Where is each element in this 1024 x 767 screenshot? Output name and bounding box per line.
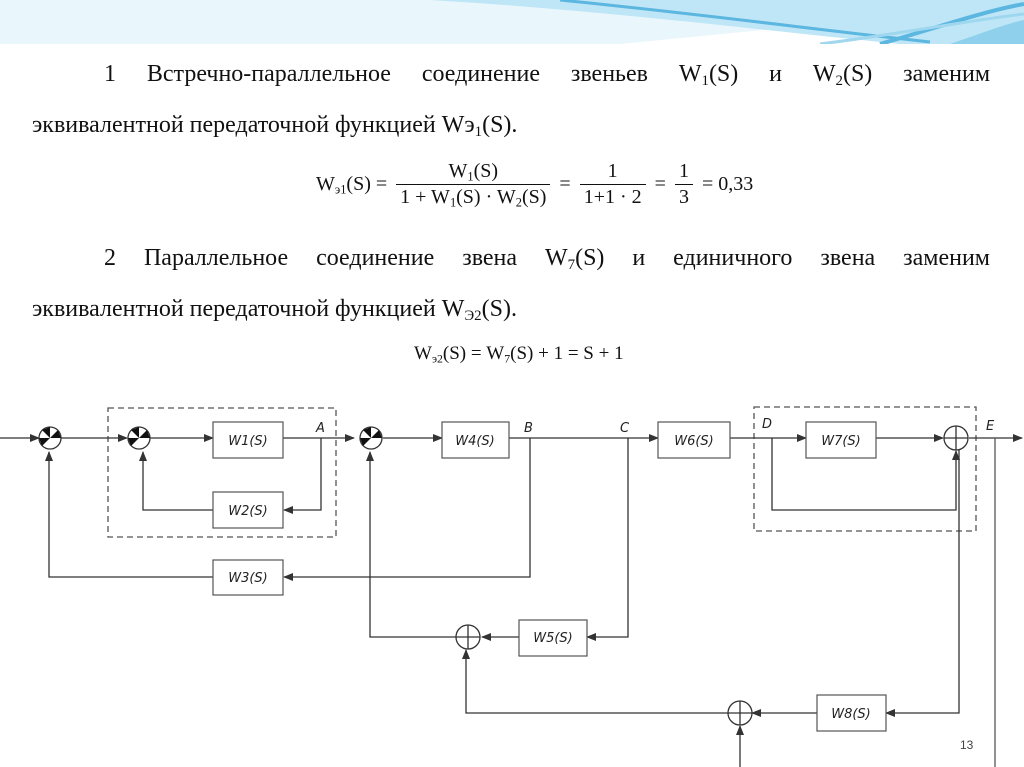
- block-w6: W6(S): [657, 421, 731, 459]
- svg-text:W7(S): W7(S): [821, 434, 861, 449]
- node-label-e: E: [986, 419, 995, 434]
- block-diagram: W1(S) W2(S) W3(S) W4(S) W5(S) W6(S) W7(S…: [0, 406, 1023, 767]
- block-w2: W2(S): [212, 491, 284, 529]
- svg-text:W8(S): W8(S): [831, 707, 871, 722]
- dashed-group-w7: [753, 406, 977, 532]
- comparator-node-3: [359, 426, 383, 450]
- dashed-group-w1-w2: [107, 407, 337, 538]
- summing-node-w5: [455, 624, 481, 650]
- fraction-3: 1 3: [674, 160, 693, 209]
- block-w7: W7(S): [805, 421, 877, 459]
- fraction-2: 1 1+1 · 2: [579, 160, 646, 209]
- comparator-node-2: [127, 426, 151, 450]
- paragraph-2: 2 Параллельное соединение звена W7(S) и …: [32, 245, 990, 325]
- node-label-b: B: [524, 421, 533, 436]
- fraction-1: W1(S) 1 + W1(S) · W2(S): [396, 160, 551, 209]
- summing-node-w8: [727, 700, 753, 726]
- summing-node-e: [943, 425, 969, 451]
- comparator-node-1: [38, 426, 62, 450]
- paragraph-1-line-1: 1 Встречно-параллельное соединение звень…: [104, 61, 991, 90]
- svg-text:W5(S): W5(S): [533, 631, 573, 646]
- paragraph-2-line-1: 2 Параллельное соединение звена W7(S) и …: [104, 245, 990, 274]
- node-label-c: C: [620, 421, 630, 436]
- block-w1: W1(S): [212, 421, 284, 459]
- svg-text:W4(S): W4(S): [455, 434, 495, 449]
- formula-2: Wэ2(S) = W7(S) + 1 = S + 1: [414, 343, 624, 366]
- formula-1: Wэ1(S) = W1(S) 1 + W1(S) · W2(S) = 1 1+1…: [316, 160, 754, 210]
- block-w8: W8(S): [816, 694, 887, 732]
- paragraph-1-line-2: эквивалентной передаточной функцией Wэ1(…: [32, 112, 518, 141]
- svg-text:W1(S): W1(S): [228, 434, 268, 449]
- svg-text:W2(S): W2(S): [228, 504, 268, 519]
- node-label-d: D: [762, 417, 772, 432]
- block-w4: W4(S): [441, 421, 510, 459]
- page-number: 13: [960, 738, 974, 752]
- svg-text:W6(S): W6(S): [674, 434, 714, 449]
- paragraph-2-line-2: эквивалентной передаточной функцией WЭ2(…: [32, 296, 517, 325]
- block-w5: W5(S): [518, 619, 588, 657]
- paragraph-1: 1 Встречно-параллельное соединение звень…: [32, 61, 991, 141]
- block-w3: W3(S): [212, 559, 284, 596]
- header-decoration: [0, 0, 1024, 44]
- node-label-a: A: [315, 421, 325, 436]
- svg-text:W3(S): W3(S): [228, 571, 268, 586]
